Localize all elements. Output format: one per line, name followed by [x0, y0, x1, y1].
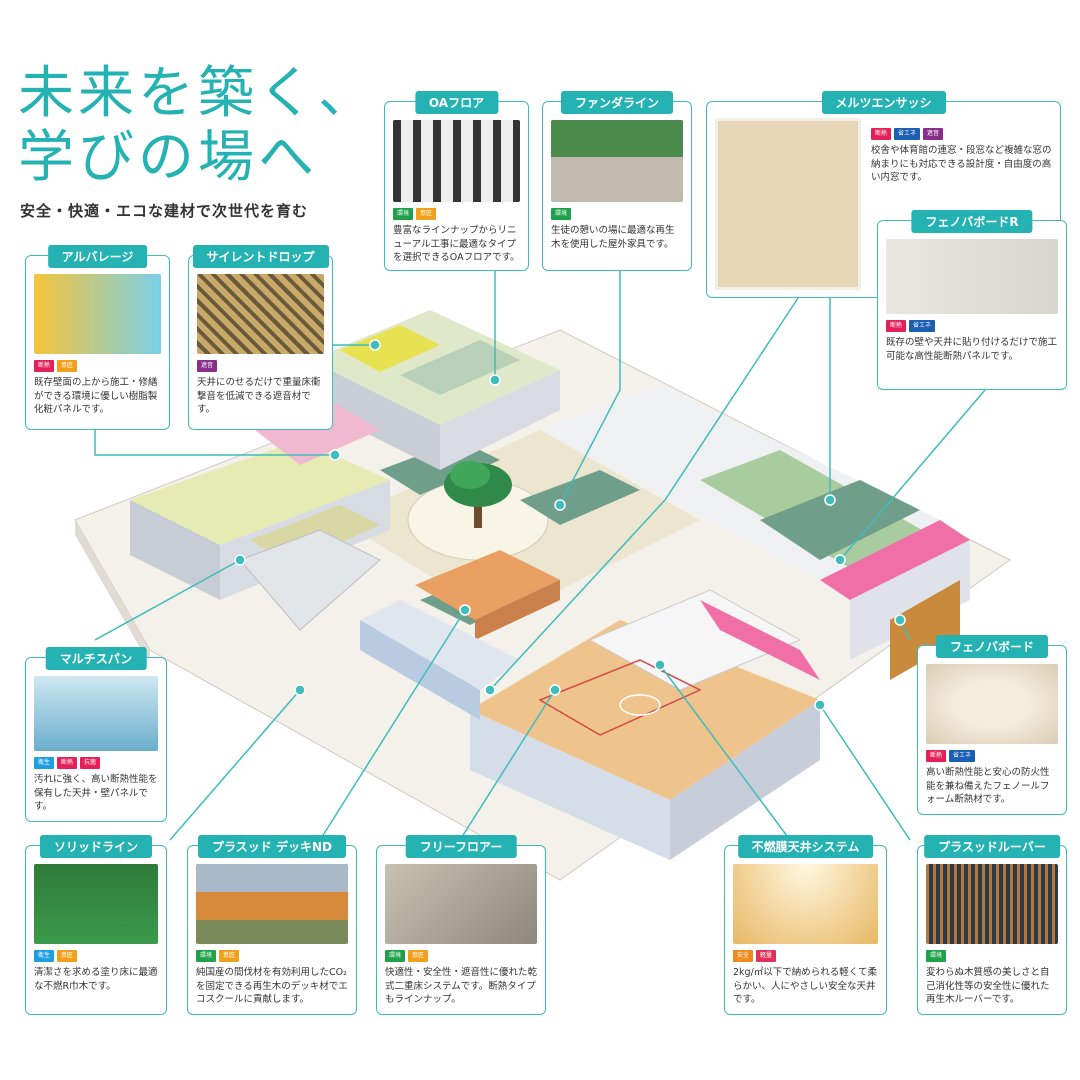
card-plaswood-louver: プラスッドルーバー 環境 変わらぬ木質感の美しさと自己消化性等の安全性に優れた再…	[917, 835, 1067, 1015]
badge: 衛生	[34, 757, 55, 769]
badges: 環境	[926, 950, 1058, 962]
card-header: ファンダライン	[560, 91, 674, 114]
page-title: 未来を築く、 学びの場へ	[18, 62, 398, 190]
albarage-photo	[34, 274, 161, 354]
card-description: 汚れに強く、高い断熱性能を保有した天井・壁パネルです。	[34, 774, 158, 812]
badge: 遮音	[923, 128, 944, 140]
badges: 断熱省エネ	[886, 320, 1058, 332]
badge: 意匠	[57, 950, 78, 962]
badge: 断熱	[886, 320, 907, 332]
oa-floor-photo	[393, 120, 520, 202]
badge: 意匠	[408, 950, 429, 962]
card-silent-drop: サイレントドロップ 遮音 天井にのせるだけで重量床衝撃音を低減できる遮音材です。	[188, 245, 333, 430]
card-header: フェノバボード	[935, 635, 1049, 658]
card-fandaline: ファンダライン 環境 生徒の憩いの場に最適な再生木を使用した屋外家具です。	[542, 91, 692, 271]
card-header: メルツエンサッシ	[821, 91, 946, 114]
card-description: 既存の壁や天井に貼り付けるだけで施工可能な高性能断熱パネルです。	[886, 337, 1058, 362]
badge: 断熱	[57, 757, 78, 769]
badges: 安全軽量	[733, 950, 878, 962]
card-header: プラスッド デッキND	[198, 835, 346, 858]
card-header: アルバレージ	[47, 245, 148, 268]
card-header: ソリッドライン	[39, 835, 153, 858]
badge: 軽量	[756, 950, 777, 962]
badge: 環境	[196, 950, 217, 962]
card-description: 高い断熱性能と安心の防火性能を兼ね備えたフェノールフォーム断熱材です。	[926, 767, 1050, 805]
card-description: 豊富なラインナップからリニューアル工事に最適なタイプを選択できるOAフロアです。	[393, 225, 520, 263]
badge: 省エネ	[949, 750, 976, 762]
badge: 断熱	[871, 128, 892, 140]
solid-line-photo	[34, 864, 158, 944]
card-header: マルチスパン	[45, 647, 147, 670]
page-subtitle: 安全・快適・エコな建材で次世代を育む	[20, 202, 309, 220]
badge: 環境	[926, 950, 947, 962]
badge: 意匠	[416, 208, 437, 220]
card-oa-floor: OAフロア 環境意匠 豊富なラインナップからリニューアル工事に最適なタイプを選択…	[384, 91, 529, 271]
badge: 省エネ	[894, 128, 921, 140]
card-fenova-board: フェノバボード 断熱省エネ 高い断熱性能と安心の防火性能を兼ね備えたフェノールフ…	[917, 635, 1067, 815]
title-line-2: 学びの場へ	[18, 125, 318, 190]
fenova-board-photo	[926, 664, 1058, 744]
badges: 環境	[551, 208, 683, 220]
badge: 衛生	[34, 950, 55, 962]
badge: 意匠	[219, 950, 240, 962]
card-description: 変わらぬ木質感の美しさと自己消化性等の安全性に優れた再生木ルーバーです。	[926, 967, 1050, 1005]
badges: 衛生断熱抗菌	[34, 757, 158, 769]
card-description: 生徒の憩いの場に最適な再生木を使用した屋外家具です。	[551, 225, 675, 250]
title-line-1: 未来を築く、	[18, 61, 378, 126]
card-description: 既存壁面の上から施工・修繕ができる環境に優しい樹脂製化粧パネルです。	[34, 377, 158, 415]
badge: 断熱	[34, 360, 55, 372]
badges: 遮音	[197, 360, 324, 372]
card-description: 2kg/㎡以下で納められる軽くて柔らかい、人にやさしい安全な天井です。	[733, 967, 877, 1005]
card-description: 快適性・安全性・遮音性に優れた乾式二重床システムです。断熱タイプもラインナップ。	[385, 967, 538, 1005]
badges: 断熱省エネ	[926, 750, 1058, 762]
free-floor-photo	[385, 864, 537, 944]
card-multispan: マルチスパン 衛生断熱抗菌 汚れに強く、高い断熱性能を保有した天井・壁パネルです…	[25, 647, 167, 822]
badges: 断熱省エネ遮音	[871, 128, 1053, 140]
plaswood-louver-photo	[926, 864, 1058, 944]
card-free-floor: フリーフロアー 環境意匠 快適性・安全性・遮音性に優れた乾式二重床システムです。…	[376, 835, 546, 1015]
meltzen-sash-photo	[715, 118, 861, 290]
badge: 環境	[385, 950, 406, 962]
funen-ceiling-photo	[733, 864, 878, 944]
badges: 断熱意匠	[34, 360, 161, 372]
card-solid-line: ソリッドライン 衛生意匠 清潔さを求める塗り床に最適な不燃R巾木です。	[25, 835, 167, 1015]
silent-drop-photo	[197, 274, 324, 354]
badges: 環境意匠	[393, 208, 520, 220]
multispan-photo	[34, 676, 158, 751]
card-header: OAフロア	[414, 91, 499, 114]
card-description: 天井にのせるだけで重量床衝撃音を低減できる遮音材です。	[197, 377, 321, 415]
badge: 安全	[733, 950, 754, 962]
card-funen-ceiling: 不燃膜天井システム 安全軽量 2kg/㎡以下で納められる軽くて柔らかい、人にやさ…	[724, 835, 887, 1015]
fenova-board-r-photo	[886, 239, 1058, 314]
card-fenova-board-r: フェノバボードR 断熱省エネ 既存の壁や天井に貼り付けるだけで施工可能な高性能断…	[877, 210, 1067, 390]
badge: 意匠	[57, 360, 78, 372]
card-albarage: アルバレージ 断熱意匠 既存壁面の上から施工・修繕ができる環境に優しい樹脂製化粧…	[25, 245, 170, 430]
card-plaswood-deck-nd: プラスッド デッキND 環境意匠 純国産の間伐材を有効利用したCO₂を固定できる…	[187, 835, 357, 1015]
plaswood-deck-photo	[196, 864, 348, 944]
badge: 断熱	[926, 750, 947, 762]
card-header: フェノバボードR	[911, 210, 1033, 233]
card-header: 不燃膜天井システム	[737, 835, 874, 858]
card-header: プラスッドルーバー	[924, 835, 1060, 858]
card-header: サイレントドロップ	[192, 245, 329, 268]
badges: 環境意匠	[385, 950, 537, 962]
badge: 環境	[551, 208, 572, 220]
badge: 環境	[393, 208, 414, 220]
card-description: 校舎や体育館の連窓・段窓など複雑な窓の納まりにも対応できる設計度・自由度の高い内…	[871, 145, 1052, 183]
badges: 衛生意匠	[34, 950, 158, 962]
badge: 省エネ	[909, 320, 936, 332]
card-header: フリーフロアー	[405, 835, 517, 858]
card-description: 清潔さを求める塗り床に最適な不燃R巾木です。	[34, 967, 158, 992]
badge: 遮音	[197, 360, 218, 372]
fandaline-photo	[551, 120, 683, 202]
badges: 環境意匠	[196, 950, 348, 962]
badge: 抗菌	[80, 757, 101, 769]
card-description: 純国産の間伐材を有効利用したCO₂を固定できる再生木のデッキ材でエコスクールに貢…	[196, 967, 348, 1005]
